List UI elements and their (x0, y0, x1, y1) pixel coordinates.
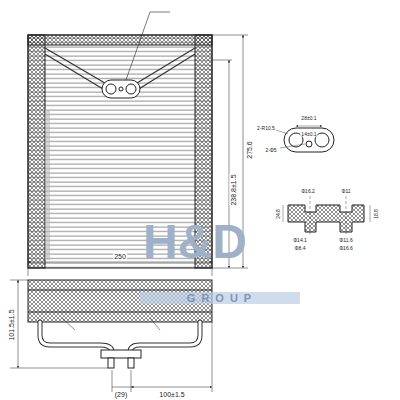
dimension: Φ16.2 (300, 189, 316, 194)
flange-detail (284, 128, 334, 152)
section-view (288, 205, 364, 232)
dimension: 100±1.5 (158, 391, 185, 398)
block-fitting (101, 350, 141, 358)
watermark-bar (140, 292, 300, 304)
dimension: 2-R10.5 (256, 126, 276, 131)
side-plate (28, 35, 45, 268)
dimension: Φ11.6 (338, 238, 353, 243)
watermark: GROUP (186, 293, 258, 304)
header-tank (28, 35, 212, 45)
dimension: (29) (114, 391, 128, 398)
dimension: Φ16.6 (338, 246, 354, 251)
dimension: 28±0.1 (300, 116, 317, 121)
flange (102, 80, 140, 98)
dimension: Φ11 (340, 189, 351, 194)
dimension: 18.8 (374, 208, 379, 220)
watermark: H&D (142, 218, 248, 266)
dimension: Φ14.1 (292, 238, 308, 243)
pipe (40, 322, 200, 352)
dimension: 14±0.1 (300, 132, 317, 137)
dimension: Φ8.4 (294, 246, 307, 251)
dimension: 275.6 (246, 140, 253, 160)
dimension: 250 (113, 253, 127, 260)
dimension: 238.8±1.5 (230, 173, 237, 206)
dimension: 2-Φ5 (264, 148, 277, 153)
dimension: 24.8 (276, 208, 281, 220)
dimension: 101.5±1.5 (8, 308, 15, 341)
